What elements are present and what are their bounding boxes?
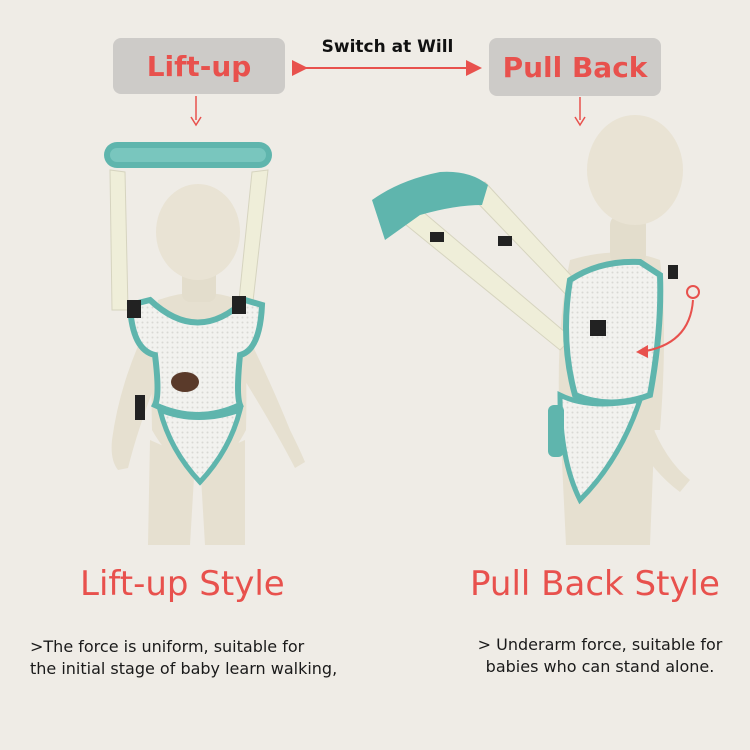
pull-back-description-line: > Underarm force, suitable for bbox=[477, 635, 723, 654]
underarm-pointer-icon bbox=[636, 285, 700, 358]
lift-up-harness bbox=[104, 142, 272, 486]
pull-back-style-title: Pull Back Style bbox=[470, 564, 720, 604]
pull-back-description: > Underarm force, suitable for babies wh… bbox=[455, 634, 745, 678]
pull-back-label: Pull Back bbox=[489, 38, 661, 96]
switch-label: Switch at Will bbox=[321, 37, 454, 57]
lift-up-description: >The force is uniform, suitable for the … bbox=[30, 636, 410, 680]
pull-back-description-line: babies who can stand alone. bbox=[485, 657, 715, 676]
lift-up-style-title: Lift-up Style bbox=[80, 564, 285, 604]
down-arrow-right-icon bbox=[574, 97, 586, 127]
lift-up-description-line: the initial stage of baby learn walking, bbox=[30, 659, 338, 678]
pull-back-label-text: Pull Back bbox=[502, 50, 648, 84]
lift-up-label: Lift-up bbox=[113, 38, 285, 94]
pull-back-harness bbox=[372, 171, 678, 505]
lift-up-label-text: Lift-up bbox=[146, 49, 252, 83]
down-arrow-left-icon bbox=[190, 96, 202, 127]
lift-up-description-line: >The force is uniform, suitable for bbox=[30, 637, 305, 656]
